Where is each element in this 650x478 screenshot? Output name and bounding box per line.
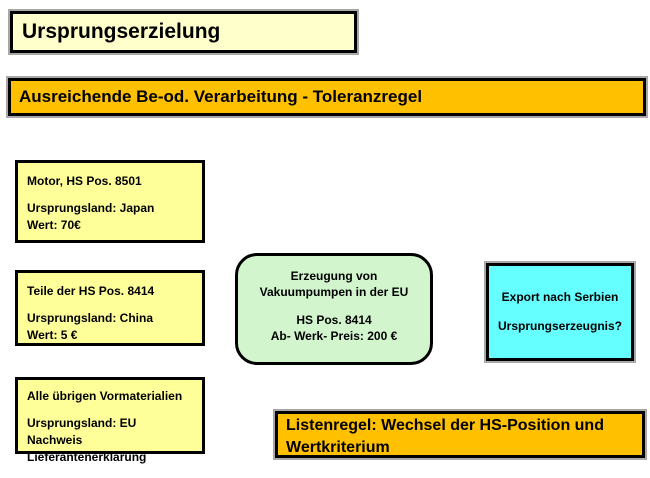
material-box-teile: Teile der HS Pos. 8414 Ursprungsland: Ch…	[15, 270, 205, 346]
material-value: Nachweis Lieferantenerklärung	[27, 433, 147, 464]
production-line-1: Erzeugung von	[290, 269, 378, 283]
export-line-1: Export nach Serbien	[501, 290, 619, 304]
header-label: Ausreichende Be-od. Verarbeitung - Toler…	[19, 87, 423, 106]
line-gap	[27, 190, 193, 200]
material-origin: Ursprungsland: EU	[27, 416, 137, 430]
material-value: Wert: 70€	[27, 218, 81, 232]
rule-line-2: Wertkriterium	[286, 439, 390, 456]
production-line-3: HS Pos. 8414	[296, 313, 372, 327]
line-gap	[27, 405, 193, 415]
material-box-motor: Motor, HS Pos. 8501 Ursprungsland: Japan…	[15, 160, 205, 243]
rule-box: Listenregel: Wechsel der HS-Position und…	[273, 409, 647, 460]
line-gap	[27, 300, 193, 310]
material-name: Motor, HS Pos. 8501	[27, 174, 142, 188]
title-box: Ursprungserzielung	[8, 9, 359, 55]
export-box: Export nach Serbien Ursprungserzeugnis?	[484, 261, 636, 363]
material-name: Teile der HS Pos. 8414	[27, 284, 155, 298]
rule-line-1: Listenregel: Wechsel der HS-Position und	[286, 417, 604, 434]
line-gap	[489, 306, 631, 318]
material-box-vormaterialien: Alle übrigen Vormaterialien Ursprungslan…	[15, 377, 205, 464]
line-gap	[238, 300, 430, 312]
material-name: Alle übrigen Vormaterialien	[27, 389, 183, 403]
material-origin: Ursprungsland: Japan	[27, 201, 155, 215]
material-origin: Ursprungsland: China	[27, 311, 154, 325]
page-title: Ursprungserzielung	[22, 20, 221, 43]
header-bar: Ausreichende Be-od. Verarbeitung - Toler…	[6, 76, 648, 118]
production-box: Erzeugung von Vakuumpumpen in der EU HS …	[235, 253, 433, 365]
export-line-2: Ursprungserzeugnis?	[497, 319, 623, 333]
production-line-2: Vakuumpumpen in der EU	[259, 285, 409, 299]
material-value: Wert: 5 €	[27, 328, 78, 342]
production-line-4: Ab- Werk- Preis: 200 €	[270, 329, 398, 343]
